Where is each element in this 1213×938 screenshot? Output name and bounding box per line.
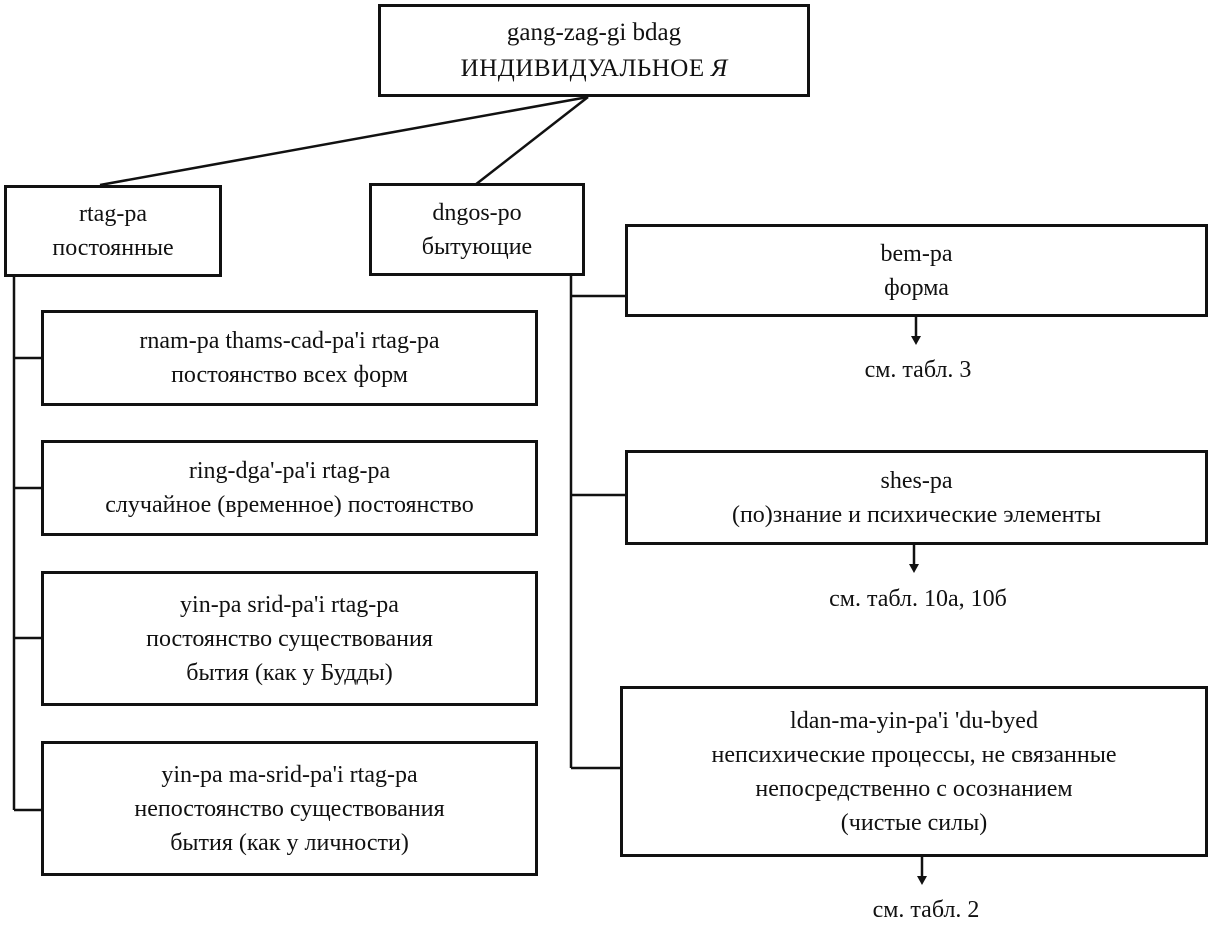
permanent-item-3: yin-pa srid-pa'i rtag-pa постоянство сущ… xyxy=(41,571,538,706)
reference-table-3: см. табл. 3 xyxy=(864,357,972,383)
arrow-head-1 xyxy=(911,336,921,345)
item-line: ring-dga'-pa'i rtag-pa xyxy=(188,458,391,484)
permanent-header-russian: постоянные xyxy=(52,235,174,261)
permanent-header: rtag-pa постоянные xyxy=(4,185,222,277)
item-line: ldan-ma-yin-pa'i 'du-byed xyxy=(790,707,1038,734)
edge-root-permanent xyxy=(99,95,589,187)
item-line: bem-pa xyxy=(880,240,953,267)
reference-table-2: см. табл. 2 xyxy=(872,897,980,923)
item-line: непсихические процессы, не связанные xyxy=(711,741,1117,768)
item-line: (чистые силы) xyxy=(840,809,988,836)
permanent-item-2: ring-dga'-pa'i rtag-pa случайное (времен… xyxy=(41,440,538,536)
item-line: бытия (как у личности) xyxy=(170,829,409,856)
permanent-item-1: rnam-pa thams-cad-pa'i rtag-pa постоянст… xyxy=(41,310,538,406)
item-line: непостоянство существования xyxy=(134,795,445,822)
item-line: shes-pa xyxy=(880,467,953,494)
item-line: случайное (временное) постоянство xyxy=(105,492,474,518)
existent-item-3: ldan-ma-yin-pa'i 'du-byed непсихические … xyxy=(620,686,1208,857)
root-russian-suffix: Я xyxy=(710,54,728,82)
root-russian: ИНДИВИДУАЛЬНОЕ xyxy=(460,54,705,82)
item-line: постоянство всех форм xyxy=(171,362,408,388)
item-line: yin-pa srid-pa'i rtag-pa xyxy=(180,591,399,618)
existent-header: dngos-po бытующие xyxy=(369,183,585,276)
root-node: gang-zag-gi bdag ИНДИВИДУАЛЬНОЕ Я xyxy=(378,4,810,97)
reference-table-10: см. табл. 10а, 10б xyxy=(829,586,1007,612)
item-line: (по)знание и психические элементы xyxy=(731,501,1102,528)
existent-header-russian: бытующие xyxy=(421,233,533,260)
item-line: rnam-pa thams-cad-pa'i rtag-pa xyxy=(139,328,440,354)
item-line: yin-pa ma-srid-pa'i rtag-pa xyxy=(161,761,418,788)
item-line: форма xyxy=(884,274,949,301)
edge-root-existent xyxy=(474,96,589,186)
existent-item-1: bem-pa форма xyxy=(625,224,1208,317)
arrow-head-3 xyxy=(917,876,927,885)
item-line: постоянство существования xyxy=(146,625,433,652)
permanent-header-tibetan: rtag-pa xyxy=(79,201,147,227)
existent-header-tibetan: dngos-po xyxy=(432,199,522,226)
item-line: непосредственно с осознанием xyxy=(755,775,1073,802)
item-line: бытия (как у Будды) xyxy=(186,659,393,686)
permanent-item-4: yin-pa ma-srid-pa'i rtag-pa непостоянств… xyxy=(41,741,538,876)
root-tibetan: gang-zag-gi bdag xyxy=(506,18,682,46)
existent-item-2: shes-pa (по)знание и психические элемент… xyxy=(625,450,1208,545)
arrow-head-2 xyxy=(909,564,919,573)
